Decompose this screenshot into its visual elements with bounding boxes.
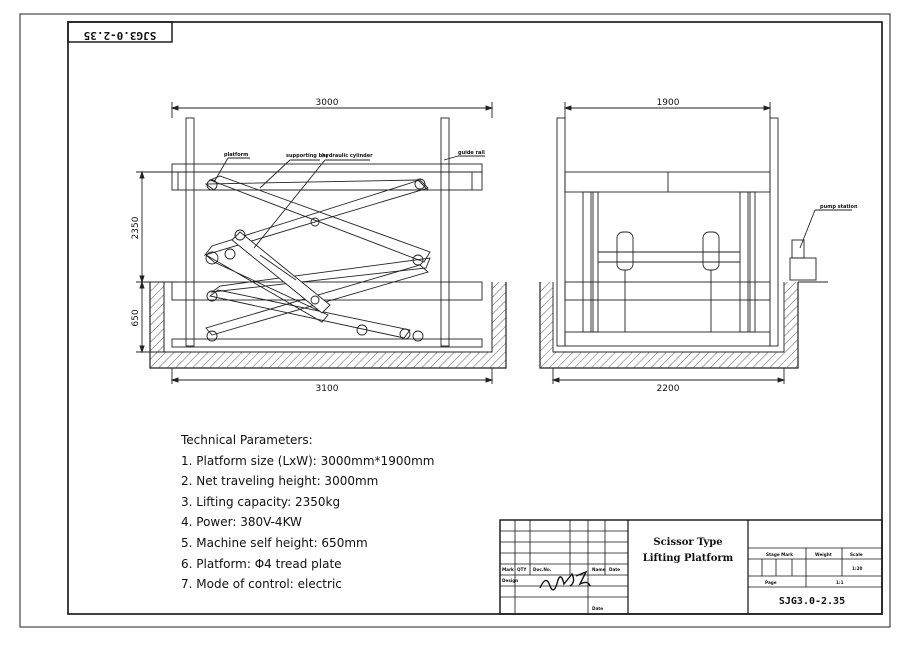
param-item: 1. Platform size (LxW): 3000mm*1900mm xyxy=(181,453,435,468)
outer-border xyxy=(19,13,891,628)
tb-docno: Doc.No. xyxy=(533,567,552,572)
end-dim-width-bottom: 2200 xyxy=(657,384,680,394)
mirrored-code-box: SJG3.0-2.35 xyxy=(67,21,173,43)
param-item: 6. Platform: Φ4 tread plate xyxy=(181,556,342,571)
tb-scale-value: 1:20 xyxy=(852,566,863,571)
tb-drawing-no: SJG3.0-2.35 xyxy=(779,596,845,607)
label-platform: platform xyxy=(224,152,248,158)
tb-qty: QTY xyxy=(517,567,527,572)
end-dim-width-top: 1900 xyxy=(657,98,680,108)
title-block xyxy=(499,519,883,615)
tb-scale: Scale xyxy=(850,552,863,557)
tb-stage-mark: Stage Mark xyxy=(766,552,793,557)
param-item: 3. Lifting capacity: 2350kg xyxy=(181,494,341,509)
mirrored-code-text: SJG3.0-2.35 xyxy=(84,29,157,42)
label-pump-station: pump station xyxy=(820,204,858,210)
side-dim-width-top: 3000 xyxy=(316,98,339,108)
side-view xyxy=(136,102,507,384)
tb-name: Name xyxy=(592,567,606,572)
label-hydraulic-cylinder: hydraulic cylinder xyxy=(322,153,373,159)
param-item: 5. Machine self height: 650mm xyxy=(181,535,368,550)
title-line1: Scissor Type xyxy=(653,537,722,548)
param-item: 4. Power: 380V-4KW xyxy=(181,515,302,530)
label-supporting-bar: supporting bar xyxy=(286,153,329,159)
side-dim-height-self: 650 xyxy=(131,309,141,326)
end-view xyxy=(539,102,852,384)
tb-page: Page xyxy=(765,580,777,585)
title-line2: Lifting Platform xyxy=(643,553,734,564)
tb-date2: Date xyxy=(592,606,603,611)
signature xyxy=(539,570,591,591)
tb-design: Design xyxy=(502,578,518,583)
label-guide-rail: guide rail xyxy=(458,150,485,156)
side-dim-width-bottom: 3100 xyxy=(316,384,339,394)
inner-border xyxy=(67,21,883,615)
side-dim-height-lift: 2350 xyxy=(131,216,141,239)
tb-mark: Mark xyxy=(502,567,514,572)
technical-parameters: Technical Parameters: 1. Platform size (… xyxy=(181,430,481,595)
param-item: 7. Mode of control: electric xyxy=(181,577,342,592)
tb-page-value: 1:1 xyxy=(836,580,844,585)
tb-weight: Weight xyxy=(815,552,832,557)
param-item: 2. Net traveling height: 3000mm xyxy=(181,474,379,489)
params-heading: Technical Parameters: xyxy=(181,433,313,447)
tb-date: Date xyxy=(609,567,620,572)
